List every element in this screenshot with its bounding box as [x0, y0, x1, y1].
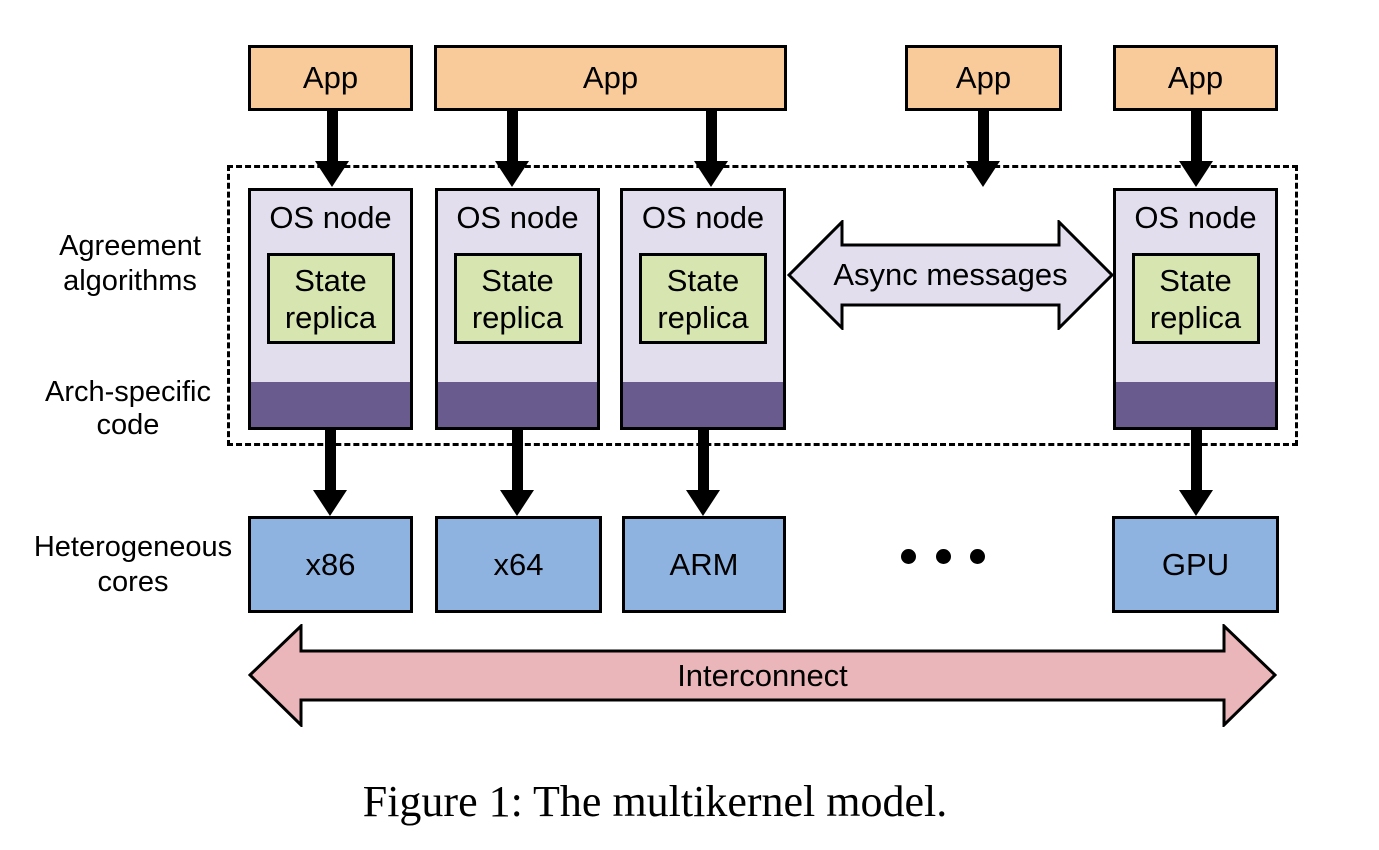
app-label: App [1167, 60, 1224, 95]
ellipsis-dot [935, 549, 951, 564]
label-agreement-algorithms: Agreement algorithms [20, 229, 240, 299]
core-label: x86 [305, 546, 356, 582]
arrow-down-icon [966, 110, 1000, 187]
arrow-head [313, 490, 347, 516]
core-box-gpu: GPU [1112, 516, 1279, 613]
ellipsis-dot [901, 549, 916, 564]
state-replica-box: State replica [1131, 253, 1260, 344]
arrow-head [966, 161, 1000, 187]
os-node-title: OS node [456, 200, 579, 235]
label-arch-specific-code: Arch-specific code [18, 376, 238, 442]
arrow-down-icon [313, 428, 347, 516]
arrow-down-icon [1179, 110, 1213, 187]
ellipsis-dot [970, 549, 985, 564]
arrow-stem [511, 428, 523, 490]
arrow-stem [705, 110, 717, 161]
core-label: ARM [669, 546, 739, 582]
arrow-down-icon [694, 110, 728, 187]
core-box-x64: x64 [435, 516, 602, 613]
state-replica-line2: replica [471, 299, 564, 335]
double-arrow-icon [247, 622, 1278, 729]
ellipsis-icon [901, 549, 985, 564]
state-replica-box: State replica [639, 253, 767, 344]
app-label: App [955, 60, 1012, 95]
arch-specific-code-bar [438, 382, 597, 427]
label-line: Arch-specific [45, 376, 211, 408]
interconnect-arrow: Interconnect [247, 622, 1278, 729]
state-replica-line1: State [666, 262, 740, 298]
arrow-stem [1190, 428, 1202, 490]
core-label: x64 [493, 546, 544, 582]
os-node-1: OS node State replica [248, 188, 413, 430]
os-node-title: OS node [641, 200, 765, 235]
state-replica-line2: replica [284, 299, 377, 335]
arrow-stem [326, 110, 338, 161]
label-line: Agreement [59, 230, 201, 262]
label-line: algorithms [63, 265, 197, 297]
app-box-4: App [1113, 45, 1278, 111]
app-box-1: App [248, 45, 413, 111]
arrow-stem [697, 428, 709, 490]
arch-specific-code-bar [251, 382, 410, 427]
state-replica-box: State replica [266, 253, 395, 344]
arrow-stem [324, 428, 336, 490]
arch-specific-code-bar [623, 382, 783, 427]
os-node-title: OS node [1134, 200, 1257, 235]
interconnect-label: Interconnect [677, 657, 848, 693]
label-heterogeneous-cores: Heterogeneous cores [13, 530, 253, 600]
core-box-arm: ARM [622, 516, 786, 613]
arch-specific-code-bar [1116, 382, 1275, 427]
label-line: cores [97, 566, 169, 598]
label-line: code [96, 409, 160, 441]
arrow-stem [977, 110, 989, 161]
app-label: App [302, 60, 359, 95]
arrow-head [1179, 490, 1213, 516]
state-replica-box: State replica [453, 253, 582, 344]
arrow-stem [506, 110, 518, 161]
arrow-head [694, 161, 728, 187]
arrow-head [500, 490, 534, 516]
label-line: Heterogeneous [33, 531, 233, 563]
figure-caption: Figure 1: The multikernel model. [362, 777, 948, 826]
state-replica-line2: replica [657, 299, 749, 335]
app-label: App [582, 60, 639, 95]
async-messages-arrow: Async messages [786, 218, 1115, 332]
double-arrow-icon [786, 218, 1115, 332]
arrow-down-icon [495, 110, 529, 187]
os-node-3: OS node State replica [620, 188, 786, 430]
arrow-head [686, 490, 720, 516]
os-node-title: OS node [269, 200, 392, 235]
state-replica-line2: replica [1149, 299, 1242, 335]
arrow-down-icon [1179, 428, 1213, 516]
state-replica-line1: State [294, 262, 367, 298]
state-replica-line1: State [481, 262, 554, 298]
arrow-down-icon [686, 428, 720, 516]
state-replica-line1: State [1159, 262, 1232, 298]
arrow-head [1179, 161, 1213, 187]
core-label: GPU [1161, 546, 1230, 582]
arrow-down-icon [500, 428, 534, 516]
arrow-stem [1190, 110, 1202, 161]
app-box-2: App [434, 45, 787, 111]
arrow-head [315, 161, 349, 187]
async-messages-label: Async messages [833, 257, 1068, 292]
os-layer-dashed-boundary [227, 165, 1298, 446]
os-node-2: OS node State replica [435, 188, 600, 430]
arrow-head [495, 161, 529, 187]
arrow-down-icon [315, 110, 349, 187]
core-box-x86: x86 [248, 516, 413, 613]
os-node-4: OS node State replica [1113, 188, 1278, 430]
app-box-3: App [905, 45, 1062, 111]
